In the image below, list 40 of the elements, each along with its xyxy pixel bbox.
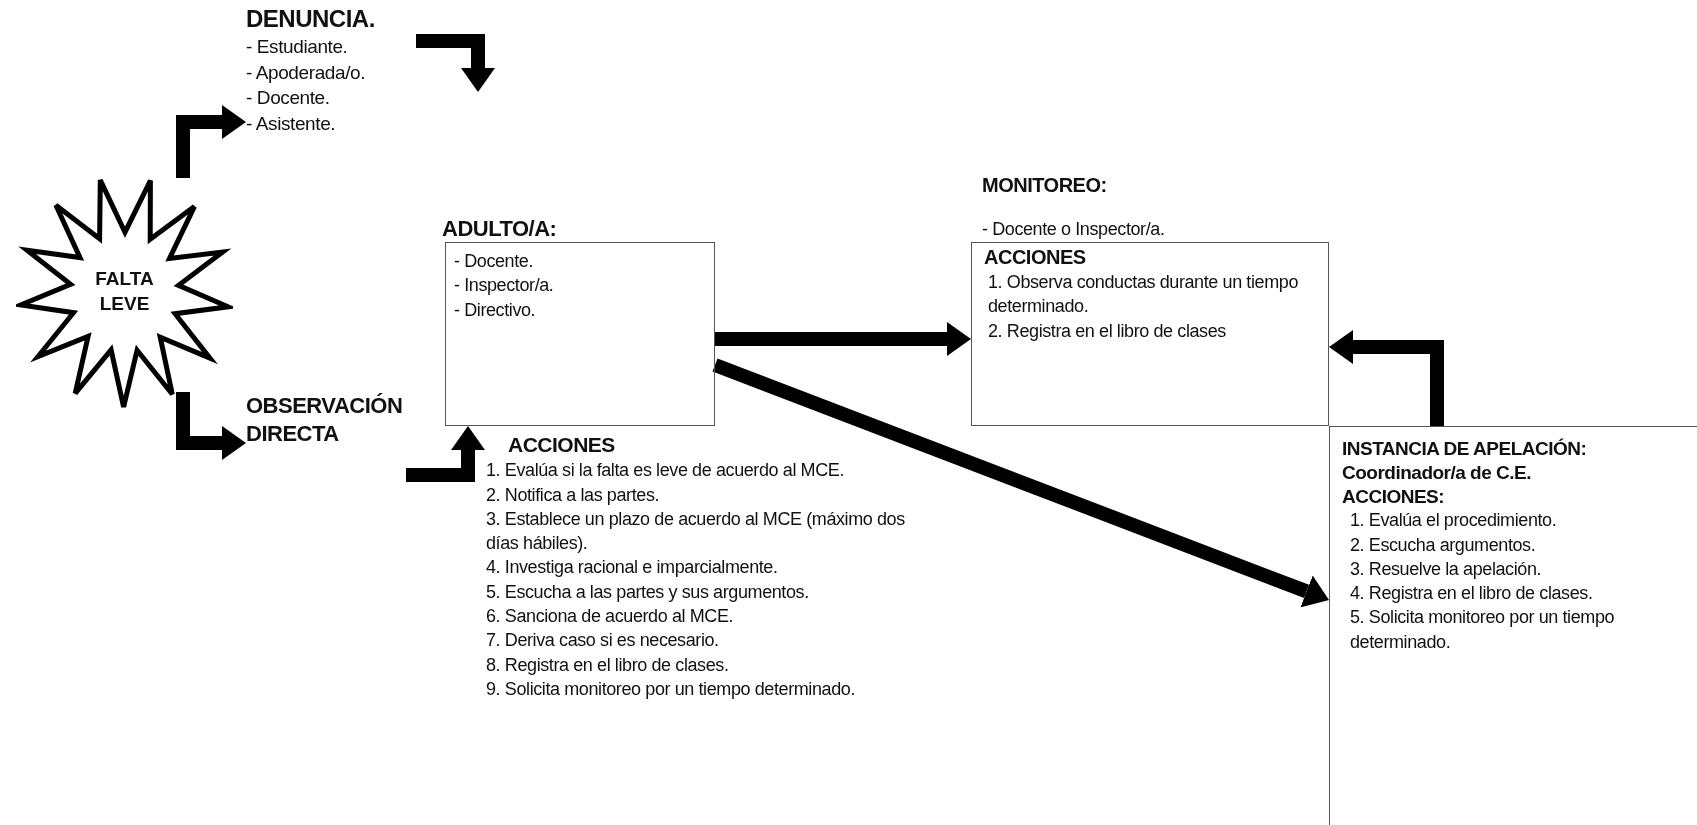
- process-box: [1329, 426, 1697, 825]
- block-arrow: [1329, 330, 1444, 426]
- list-item: - Inspector/a.: [454, 274, 554, 298]
- node-heading: ACCIONES:: [1342, 484, 1445, 509]
- list-item: - Docente.: [246, 86, 330, 111]
- list-item: 9. Solicita monitoreo por un tiempo determinado.: [485, 677, 856, 701]
- list-item: - Estudiante.: [246, 35, 348, 59]
- node-heading: ADULTO/A:: [442, 215, 557, 243]
- node-heading: DENUNCIA.: [246, 4, 375, 34]
- list-item: 8. Registra en el libro de clases.: [485, 653, 730, 677]
- list-item: - Asistente.: [246, 111, 336, 136]
- node-heading: ACCIONES: [984, 245, 1086, 270]
- list-item: 1. Evalúa el procedimiento.: [1349, 509, 1558, 533]
- list-item: 4. Investiga racional e imparcialmente.: [485, 556, 779, 580]
- block-arrow: [406, 426, 485, 482]
- list-item: - Directivo.: [454, 298, 536, 322]
- node-heading: OBSERVACIÓN DIRECTA: [246, 392, 404, 447]
- list-item: 5. Escucha a las partes y sus argumentos.: [485, 580, 810, 604]
- list-item: 2. Registra en el libro de clases: [987, 319, 1227, 343]
- star-label: FALTA LEVE: [94, 267, 155, 316]
- block-arrow: [715, 322, 971, 356]
- list-item: 3. Resuelve la apelación.: [1349, 557, 1543, 581]
- block-arrow: [416, 34, 495, 92]
- list-item: 1. Observa conductas durante un tiempo determinado.: [987, 271, 1299, 319]
- list-item: 5. Solicita monitoreo por un tiempo determinado.: [1349, 606, 1616, 654]
- list-item: 4. Registra en el libro de clases.: [1349, 582, 1594, 606]
- list-item: 2. Notifica a las partes.: [485, 483, 661, 507]
- actions-heading: ACCIONES: [508, 432, 615, 458]
- list-item: 1. Evalúa si la falta es leve de acuerdo al MCE.: [485, 459, 845, 483]
- list-item: 3. Establece un plazo de acuerdo al MCE (máximo dos días hábiles).: [485, 507, 906, 556]
- node-heading: INSTANCIA DE APELACIÓN:: [1342, 437, 1587, 461]
- node-heading: Coordinador/a de C.E.: [1342, 460, 1532, 485]
- list-item: 7. Deriva caso si es necesario.: [485, 629, 720, 653]
- list-item: 6. Sanciona de acuerdo al MCE.: [485, 605, 735, 629]
- node-heading: MONITOREO:: [982, 173, 1107, 198]
- list-item: - Docente o Inspector/a.: [982, 218, 1165, 241]
- list-item: - Apoderada/o.: [246, 60, 366, 85]
- list-item: 2. Escucha argumentos.: [1349, 533, 1537, 557]
- list-item: - Docente.: [454, 250, 534, 273]
- block-arrow: [712, 358, 1329, 608]
